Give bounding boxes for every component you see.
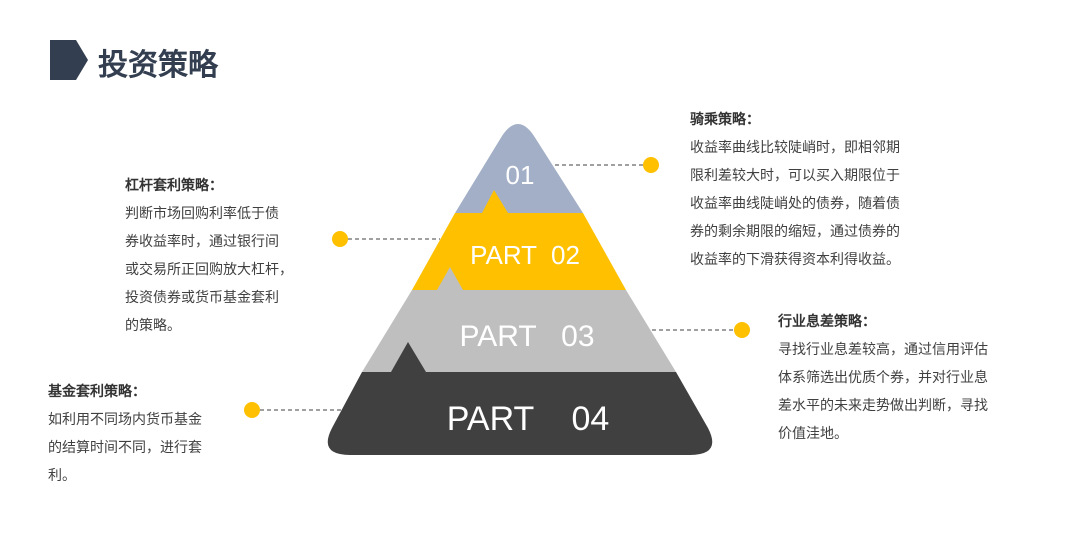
strategy-line: 收益率曲线比较陡峭时，即相邻期 (690, 140, 900, 156)
strategy-line: 的策略。 (125, 318, 181, 334)
spread-strategy: 行业息差策略： 寻找行业息差较高，通过信用评估 体系筛选出优质个券，并对行业息 … (778, 308, 988, 448)
connector-dot-3 (734, 322, 750, 338)
strategy-title: 杠杆套利策略： (125, 178, 223, 194)
level-3-label: PART 03 (459, 320, 594, 353)
strategy-line: 价值洼地。 (778, 426, 848, 442)
strategy-line: 收益率曲线陡峭处的债券，随着债 (690, 196, 900, 212)
strategy-line: 体系筛选出优质个券，并对行业息 (778, 370, 988, 386)
title-marker-icon (50, 40, 88, 80)
strategy-line: 判断市场回购利率低于债 (125, 206, 279, 222)
strategy-line: 收益率的下滑获得资本利得收益。 (690, 252, 900, 268)
level-1-label: 01 (506, 160, 535, 190)
level-2-label: PART 02 (470, 240, 580, 270)
pyramid-level-1 (455, 124, 583, 213)
connector-dot-1 (643, 157, 659, 173)
strategy-title: 行业息差策略： (778, 314, 876, 330)
strategy-line: 券的剩余期限的缩短，通过债券的 (690, 224, 900, 240)
strategy-line: 如利用不同场内货币基金 (48, 412, 202, 428)
connector-dot-4 (244, 402, 260, 418)
strategy-line: 或交易所正回购放大杠杆， (125, 262, 293, 278)
strategy-line: 差水平的未来走势做出判断，寻找 (778, 398, 988, 414)
connector-dot-2 (332, 231, 348, 247)
strategy-line: 的结算时间不同，进行套 (48, 440, 202, 456)
fund-strategy: 基金套利策略： 如利用不同场内货币基金 的结算时间不同，进行套 利。 (48, 378, 202, 490)
strategy-line: 投资债券或货币基金套利 (125, 290, 279, 306)
pyramid-level-2 (412, 190, 626, 290)
strategy-title: 骑乘策略： (690, 112, 760, 128)
pyramid-level-3 (362, 267, 676, 372)
pyramid-level-4 (327, 342, 713, 455)
page-title: 投资策略 (98, 48, 218, 83)
leverage-strategy: 杠杆套利策略： 判断市场回购利率低于债 券收益率时，通过银行间 或交易所正回购放… (125, 172, 293, 340)
strategy-line: 限利差较大时，可以买入期限位于 (690, 168, 900, 184)
strategy-line: 利。 (48, 468, 76, 484)
riding-strategy: 骑乘策略： 收益率曲线比较陡峭时，即相邻期 限利差较大时，可以买入期限位于 收益… (690, 106, 900, 274)
strategy-line: 寻找行业息差较高，通过信用评估 (778, 342, 988, 358)
strategy-line: 券收益率时，通过银行间 (125, 234, 279, 250)
level-4-label: PART 04 (447, 400, 610, 438)
strategy-title: 基金套利策略： (48, 384, 146, 400)
